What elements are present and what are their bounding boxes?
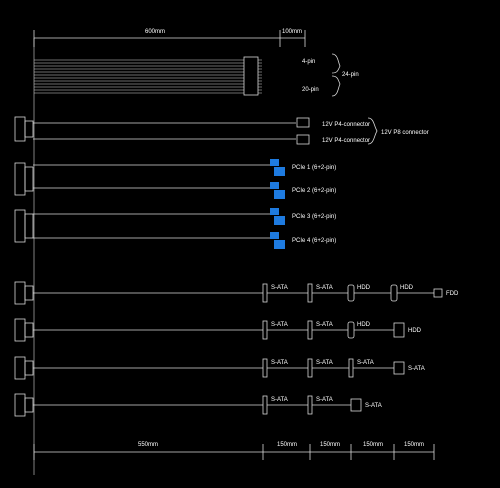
bottom-segment-4-label: 150mm: [404, 442, 424, 448]
peripheral-cables: S-ATA S-ATA HDD HDD FDD S-ATA S-ATA HDD HDD S-ATA…: [14, 281, 459, 417]
fdd-connector: [433, 288, 443, 298]
atx-20pin-label: 20-pin: [302, 87, 319, 93]
bottom-segment-2-label: 150mm: [320, 442, 340, 448]
pcie-6pin-block: [274, 240, 285, 249]
pcie-2pin-block: [270, 232, 279, 239]
atx-brackets: [331, 53, 341, 97]
sata-connector: [262, 358, 268, 378]
p4-connector-b: [296, 134, 310, 145]
top-ext-length-label: 100mm: [282, 29, 302, 35]
sata-connector: [348, 358, 354, 378]
pcie-2pin-block: [270, 159, 279, 166]
atx-connector-housing: [243, 56, 259, 96]
molex-inline-connector: [390, 284, 398, 302]
molex-end-connector: [393, 322, 405, 338]
sata-label: S-ATA: [271, 360, 288, 366]
pcie-connector-label: PCIe 1 (6+2-pin): [292, 165, 336, 171]
sata-label: S-ATA: [316, 397, 333, 403]
pcie-cables: PCIe 1 (6+2-pin) PCIe 2 (6+2-pin) PCIe 3 (…: [14, 159, 336, 249]
p4-connector-a-label: 12V P4-connector: [322, 122, 370, 128]
sata-label: S-ATA: [365, 403, 382, 409]
top-main-length-label: 600mm: [145, 29, 165, 35]
atx-cable-bundle: [34, 59, 262, 94]
p4-connector-a: [296, 117, 310, 128]
pcie-2pin-block: [270, 182, 279, 189]
sata-connector: [307, 283, 313, 303]
p4-connector-b-label: 12V P4-connector: [322, 138, 370, 144]
pcie-connector-label: PCIe 3 (6+2-pin): [292, 214, 336, 220]
bottom-segment-3-label: 150mm: [363, 442, 383, 448]
hdd-label: HDD: [408, 328, 422, 334]
hdd-label: HDD: [357, 285, 371, 291]
pcie-6pin-block: [274, 216, 285, 225]
cpu-cable: [14, 116, 378, 145]
sata-label: S-ATA: [357, 360, 374, 366]
molex-inline-connector: [347, 284, 355, 302]
sata-end-connector: [393, 361, 405, 375]
sata-connector: [307, 395, 313, 415]
hdd-label: HDD: [357, 322, 371, 328]
sata-label: S-ATA: [271, 322, 288, 328]
bottom-segment-1-label: 150mm: [277, 442, 297, 448]
sata-label: S-ATA: [316, 285, 333, 291]
atx-4pin-label: 4-pin: [302, 59, 315, 65]
sata-label: S-ATA: [316, 322, 333, 328]
sata-end-connector: [350, 398, 362, 412]
psu-side-connector-collar: [24, 213, 34, 239]
pcie-2pin-block: [270, 208, 279, 215]
atx-24pin-label: 24-pin: [342, 72, 359, 78]
sata-connector: [262, 283, 268, 303]
pcie-6pin-block: [274, 167, 285, 176]
sata-connector: [307, 320, 313, 340]
sata-label: S-ATA: [271, 285, 288, 291]
sata-label: S-ATA: [271, 397, 288, 403]
sata-label: S-ATA: [408, 366, 425, 372]
pcie-connector-label: PCIe 4 (6+2-pin): [292, 238, 336, 244]
fdd-label: FDD: [446, 291, 459, 297]
sata-connector: [262, 320, 268, 340]
pcie-6pin-block: [274, 190, 285, 199]
hdd-label: HDD: [400, 285, 414, 291]
sata-connector: [307, 358, 313, 378]
cpu-psu-connector-collar: [24, 120, 34, 138]
pcie-connector-label: PCIe 2 (6+2-pin): [292, 188, 336, 194]
bottom-dimension: [33, 444, 435, 460]
p8-connector-label: 12V P8 connector: [381, 130, 429, 136]
sata-connector: [262, 395, 268, 415]
sata-label: S-ATA: [316, 360, 333, 366]
p8-bracket: [367, 117, 378, 145]
bottom-main-length-label: 550mm: [138, 442, 158, 448]
psu-side-connector-collar: [24, 166, 34, 192]
molex-inline-connector: [347, 321, 355, 339]
